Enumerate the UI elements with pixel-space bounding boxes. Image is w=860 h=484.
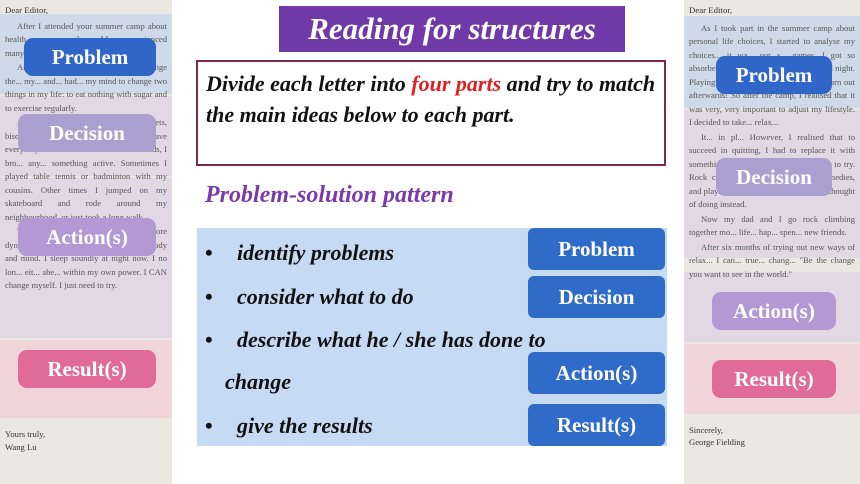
right-letter-signature: George Fielding [689, 437, 745, 447]
action-button[interactable]: Action(s) [528, 352, 665, 394]
decision-button[interactable]: Decision [528, 276, 665, 318]
instruction-box: Divide each letter into four parts and t… [196, 60, 666, 166]
right-letter-closing: Sincerely, [689, 425, 724, 435]
left-letter-greeting: Dear Editor, [5, 5, 49, 15]
right-decision-label: Decision [716, 158, 832, 196]
slide-title: Reading for structures [279, 6, 625, 52]
result-button[interactable]: Result(s) [528, 404, 665, 446]
right-letter-paragraph: Now my dad and I go rock climbing togeth… [689, 213, 855, 238]
left-problem-label: Problem [24, 38, 156, 76]
problem-button[interactable]: Problem [528, 228, 665, 270]
pattern-subtitle: Problem-solution pattern [205, 182, 454, 208]
left-result-label: Result(s) [18, 350, 156, 388]
bullet-dot-icon: • [205, 327, 213, 352]
bullet-consider: •consider what to do [205, 284, 414, 309]
right-result-label: Result(s) [712, 360, 836, 398]
instruction-text-end: and try to match the main ideas below to… [206, 71, 656, 127]
left-decision-label: Decision [18, 114, 156, 152]
bullet-dot-icon: • [205, 284, 213, 309]
bullet-identify-problems: •identify problems [205, 240, 395, 265]
right-letter-paragraph: After six months of trying out new ways … [689, 241, 855, 279]
left-action-highlight [0, 178, 172, 338]
bullet-dot-icon: • [205, 240, 213, 265]
bullet-dot-icon: • [205, 413, 213, 438]
bullet-give-results: •give the results [205, 413, 373, 438]
left-letter-closing: Yours truly, [5, 429, 46, 439]
bullet-describe: •describe what he / she has done to [205, 327, 546, 352]
right-problem-label: Problem [716, 56, 832, 94]
left-letter-signature: Wang Lu [5, 442, 37, 452]
left-action-label: Action(s) [18, 218, 156, 256]
right-action-label: Action(s) [712, 292, 836, 330]
bullet-describe-continued: change [225, 369, 291, 394]
instruction-text-start: Divide each letter into [206, 71, 412, 96]
right-letter-greeting: Dear Editor, [689, 5, 733, 15]
instruction-highlight: four parts [411, 71, 502, 96]
